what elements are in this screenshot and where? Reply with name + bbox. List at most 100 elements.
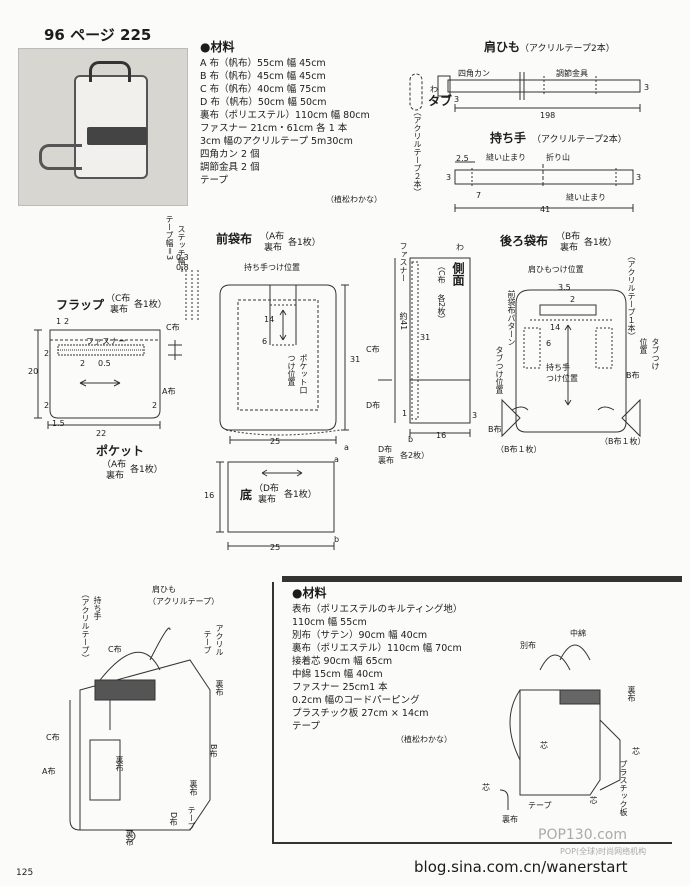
illus-a-fabric: A布 — [42, 767, 56, 776]
flap-d2b: 2 — [80, 359, 86, 368]
side-zipper: ファスナー — [399, 242, 408, 282]
backpack-strap — [39, 144, 82, 170]
flap-fabric: （C布 — [106, 294, 131, 304]
materials1-line: D 布（帆布）50cm 幅 50cm — [200, 97, 327, 108]
materials2-credit: （植松わかな） — [396, 735, 452, 744]
materials1-line: テープ — [200, 175, 228, 186]
watermark-sub: POP(全球)时尚网络机构 — [560, 847, 647, 856]
side-d1: 1 — [402, 409, 408, 418]
flap-title: フラップ — [56, 298, 105, 312]
handle-d3a: 3 — [446, 173, 452, 182]
bottom-b: b — [334, 535, 340, 544]
flap-d2d: 2 — [152, 401, 158, 410]
back-d2: 2 — [570, 295, 576, 304]
illus-r-core4: 芯 — [589, 796, 598, 804]
tab-title: タブ — [428, 94, 453, 108]
materials1-line: 3cm 幅のアクリルテープ 5m30cm — [200, 136, 353, 147]
handle-d25: 2.5 — [456, 154, 469, 163]
strap-wa-label: わ — [430, 85, 438, 94]
handle-d3b: 3 — [636, 173, 642, 182]
pocket-lining: 裏布 — [106, 471, 125, 481]
illus-tape2: テープ — [187, 806, 196, 830]
materials2-line: 110cm 幅 55cm — [292, 617, 367, 628]
illus-d-fabric: D布 — [169, 812, 178, 827]
bottom-d25: 25 — [270, 543, 281, 552]
backpack-handle — [89, 61, 131, 82]
back-handle-pos: 持ち手 — [546, 363, 570, 372]
materials2-line: テープ — [292, 721, 320, 732]
back-front-pattern: 前袋布パターン — [507, 290, 516, 346]
side-approx41: 約41 — [399, 312, 408, 331]
illus-c-fabric2: C布 — [46, 733, 60, 742]
front-bag-title: 前袋布 — [216, 232, 253, 246]
flap-lining: 裏布 — [110, 305, 129, 315]
illus-shoulder-sub: （アクリルテープ） — [148, 597, 220, 606]
back-b-fabric-r: B布 — [626, 371, 640, 380]
materials1-line: ファスナー 21cm・61cm 各 1 本 — [200, 123, 348, 134]
front-pocket-pos: ポケット口 — [299, 354, 308, 394]
handle-sew-stop: 縫い止まり — [486, 153, 526, 162]
materials1-line: 調節金具 2 個 — [200, 162, 260, 173]
pocket-title: ポケット — [96, 444, 145, 458]
back-tab-pos: タブつけ位置 — [495, 346, 504, 394]
bottom-fabric: （D布 — [254, 484, 279, 494]
back-bag-lining: 裏布 — [560, 243, 579, 253]
strap-dim-3: 3 — [644, 83, 650, 92]
illus-lining2: 裏布 — [115, 756, 124, 772]
bottom-lining: 裏布 — [258, 495, 277, 505]
page-number: 125 — [16, 868, 34, 878]
flap-d22: 22 — [96, 429, 107, 438]
materials1-line: C 布（帆布）40cm 幅 75cm — [200, 84, 326, 95]
front-a2: a — [334, 455, 339, 464]
illus-r-lining: 裏布 — [627, 686, 636, 702]
illus-r-plastic: プラスチック板 — [619, 760, 628, 816]
front-d25: 25 — [270, 437, 281, 446]
back-bag-fabric: （B布 — [556, 232, 581, 242]
back-b-count-l: （B布１枚） — [496, 445, 542, 454]
flap-d2c: 2 — [44, 401, 50, 410]
illus-handle: 持ち手 — [93, 596, 102, 620]
handle-title: 持ち手 — [490, 131, 527, 145]
back-acryl: （アクリルテープ１本） — [627, 252, 636, 340]
handle-d7: 7 — [476, 191, 482, 200]
pocket-count: 各1枚） — [130, 465, 163, 475]
handle-sew-stop2: 縫い止まり — [566, 193, 606, 202]
front-pocket-pos2: つけ位置 — [287, 354, 296, 386]
handle-fold-line: 折り山 — [546, 153, 570, 162]
front-d6: 6 — [262, 337, 268, 346]
flap-c-fabric: C布 — [166, 323, 180, 332]
back-d35: 3.5 — [558, 283, 571, 292]
illus-shoulder: 肩ひも — [152, 585, 176, 594]
illus-lining: 裏布 — [215, 680, 224, 696]
flap-d20: 20 — [28, 367, 39, 376]
side-b: b — [408, 435, 414, 444]
materials2-line: 裏布（ポリエステル）110cm 幅 70cm — [292, 643, 462, 654]
back-bag-count: 各1枚） — [584, 238, 617, 248]
flap-d05: 0.5 — [98, 359, 111, 368]
watermark-logo: POP130.com — [538, 827, 627, 843]
stitch-08: 0.8 — [176, 263, 189, 272]
illus-r-padding: 中綿 — [570, 629, 586, 638]
back-d14: 14 — [550, 323, 561, 332]
bottom-count: 各1枚） — [284, 490, 317, 500]
bottom-title: 底 — [240, 488, 253, 502]
blog-url: blog.sina.com.cn/wanerstart — [414, 858, 628, 876]
illus-r-core2: 芯 — [632, 747, 640, 756]
side-fabric: （C布 — [437, 262, 446, 284]
flap-a-fabric: A布 — [162, 387, 176, 396]
side-c-fabric: C布 — [366, 345, 380, 354]
back-handle-pos2: つけ位置 — [546, 374, 578, 383]
back-bag-title: 後ろ袋布 — [500, 234, 549, 248]
materials1-heading: ●材料 — [200, 40, 235, 54]
materials2-line: プラスチック板 27cm × 14cm — [292, 708, 429, 719]
back-tab-pos3: 位置 — [639, 338, 648, 354]
illus-lining3: 裏布 — [189, 780, 198, 796]
pocket-fabric: （A布 — [102, 460, 127, 470]
side-wa: わ — [456, 243, 464, 252]
bottom-d16: 16 — [204, 491, 215, 500]
materials1-line: 四角カン 2 個 — [200, 149, 260, 160]
illus-lining4: 裏布 — [125, 830, 134, 846]
materials2-line: 0.2cm 幅のコードパーピング — [292, 695, 420, 706]
materials2-line: 接着芯 90cm 幅 65cm — [292, 656, 393, 667]
materials1-line: 裏布（ポリエステル）110cm 幅 80cm — [200, 110, 370, 121]
